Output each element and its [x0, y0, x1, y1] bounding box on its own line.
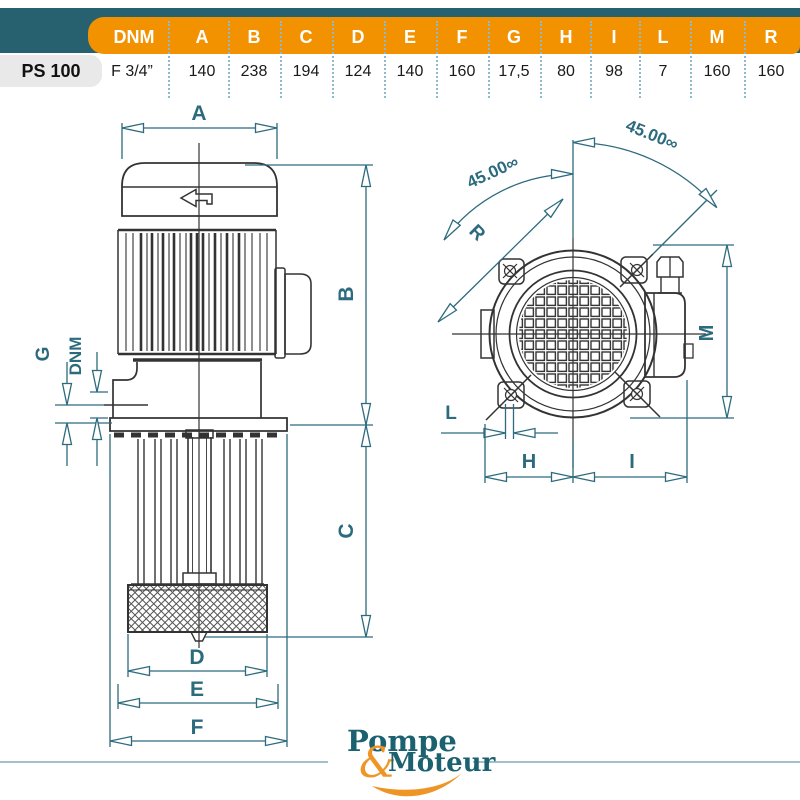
angle-label-right: 45.00∞ — [623, 116, 681, 154]
dim-label-e: E — [190, 678, 204, 701]
top-view: 45.00∞ 45.00∞ R M L H I — [437, 116, 734, 483]
value-h: 80 — [557, 63, 575, 80]
col-header-b: B — [247, 27, 261, 47]
logo-word-pompe: Pompe — [347, 724, 457, 758]
col-header-f: F — [456, 27, 468, 47]
column-separator — [690, 21, 692, 98]
col-header-m: M — [709, 27, 725, 47]
dim-label-h: H — [522, 451, 536, 473]
column-separator — [228, 21, 230, 98]
column-separator — [540, 21, 542, 98]
column-separator — [639, 21, 641, 98]
value-b: 238 — [240, 63, 268, 80]
dim-label-l: L — [445, 403, 457, 424]
value-l: 7 — [658, 63, 668, 80]
rotation-arrow-icon — [179, 188, 213, 208]
col-header-l: L — [657, 27, 669, 47]
table-header-bar — [88, 17, 800, 54]
logo-word-moteur: Moteur — [388, 748, 496, 778]
value-m: 160 — [703, 63, 731, 80]
value-c: 194 — [292, 63, 320, 80]
value-a: 140 — [188, 63, 216, 80]
col-header-a: A — [195, 27, 209, 47]
dim-label-a: A — [191, 102, 206, 125]
column-separator — [384, 21, 386, 98]
dim-label-c: C — [335, 523, 358, 538]
logo-ampersand: & — [359, 738, 397, 787]
col-header-h: H — [559, 27, 573, 47]
side-view: A B C D E F G DNM — [33, 102, 373, 747]
col-header-g: G — [506, 27, 521, 47]
value-g: 17,5 — [498, 63, 530, 80]
dim-label-dnm: DNM — [66, 337, 85, 376]
dim-label-g: G — [33, 347, 54, 362]
col-header-dnm: DNM — [113, 27, 155, 47]
column-separator — [332, 21, 334, 98]
dim-label-m: M — [696, 325, 718, 342]
column-separator — [744, 21, 746, 98]
column-separator — [436, 21, 438, 98]
column-separator — [488, 21, 490, 98]
dim-label-b: B — [335, 286, 358, 301]
strainer-basket — [127, 584, 268, 633]
column-separator — [280, 21, 282, 98]
col-header-r: R — [764, 27, 778, 47]
column-separator — [168, 21, 170, 98]
dim-label-f: F — [191, 716, 204, 739]
value-i: 98 — [605, 63, 623, 80]
value-e: 140 — [396, 63, 424, 80]
value-r: 160 — [757, 63, 785, 80]
col-header-e: E — [403, 27, 416, 47]
dim-label-i: I — [629, 451, 635, 473]
side-view-dimensions — [55, 122, 373, 747]
col-header-i: I — [611, 27, 617, 47]
value-dnm: F 3/4” — [111, 63, 153, 80]
col-header-c: C — [299, 27, 313, 47]
value-d: 124 — [344, 63, 372, 80]
model-badge: PS 100 — [0, 55, 102, 87]
top-view-dimensions — [437, 137, 734, 483]
dim-label-d: D — [189, 646, 204, 669]
col-header-d: D — [351, 27, 365, 47]
column-separator — [590, 21, 592, 98]
logo-swoosh — [372, 773, 462, 797]
value-f: 160 — [448, 63, 476, 80]
dim-label-r: R — [465, 221, 490, 246]
